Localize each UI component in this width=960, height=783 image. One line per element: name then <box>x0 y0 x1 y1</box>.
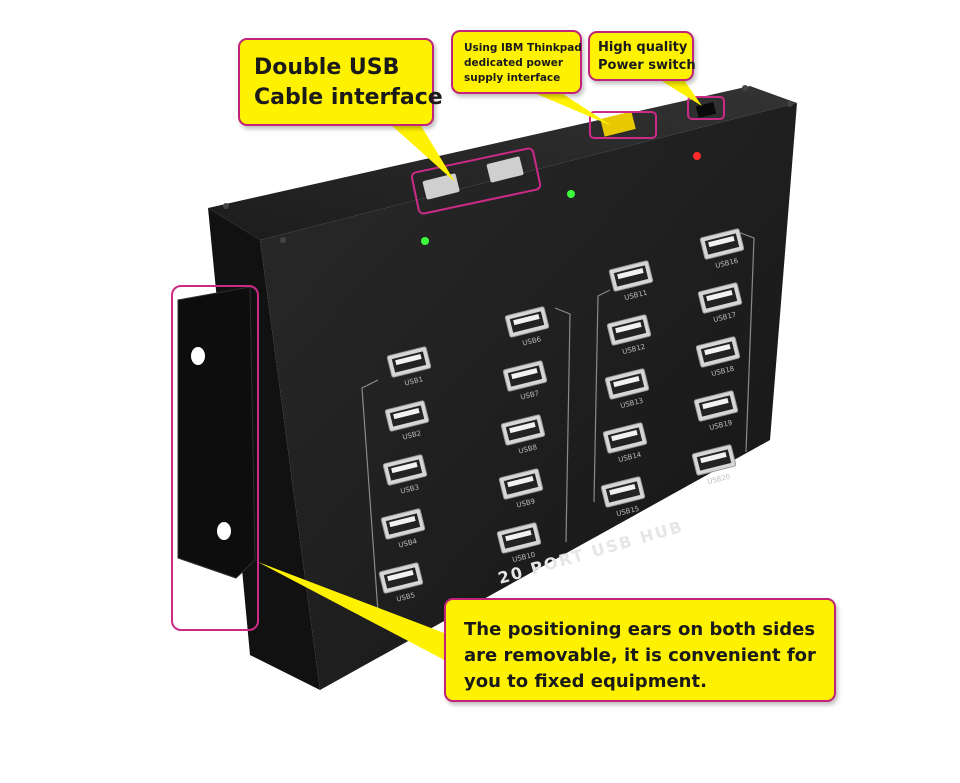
power-switch <box>695 102 717 118</box>
callout-pointer <box>532 92 612 126</box>
callout-line: dedicated power <box>464 57 564 69</box>
usb-port: USB9 <box>498 468 544 510</box>
screw <box>280 237 286 243</box>
callout-power-supply: Using IBM Thinkpad dedicated power suppl… <box>451 30 582 94</box>
usb-port-tongue <box>391 462 418 474</box>
usb-port-tongue <box>617 268 644 280</box>
usb-port-tongue <box>702 398 729 410</box>
usb-port: USB11 <box>608 260 654 302</box>
ear-hole <box>217 522 231 540</box>
callout-line: The positioning ears on both sides <box>464 619 816 640</box>
usb-port: USB1 <box>386 346 432 388</box>
usb-port: USB6 <box>504 306 550 348</box>
highlight-mounting-ear <box>171 285 259 631</box>
highlight-power-supply <box>589 111 657 139</box>
hub-front-face <box>260 103 797 690</box>
usb-port-tongue <box>395 354 422 366</box>
highlight-usb-cable-ports <box>410 147 542 215</box>
callout-line: High quality <box>598 40 688 55</box>
callout-line: Cable interface <box>254 85 443 110</box>
port-group-bracket <box>361 379 379 613</box>
usb-port-tongue <box>509 422 536 434</box>
callout-double-usb: Double USB Cable interface <box>238 38 443 126</box>
callout-line: are removable, it is convenient for <box>464 645 816 666</box>
usb-port-tongue <box>708 236 735 248</box>
usb-port-tongue <box>706 290 733 302</box>
usb-b-port <box>422 173 460 200</box>
callout-line: Power switch <box>598 58 696 73</box>
usb-port-tongue <box>611 430 638 442</box>
status-led-green <box>567 190 575 198</box>
usb-port: USB4 <box>380 508 426 550</box>
port-group-bracket <box>554 307 571 543</box>
usb-port-tongue <box>507 476 534 488</box>
callout-pointer <box>660 80 702 106</box>
ear-hole <box>191 347 205 365</box>
screw <box>742 85 748 91</box>
screw <box>787 101 793 107</box>
usb-b-port <box>486 156 524 183</box>
usb-port-tongue <box>704 344 731 356</box>
port-group-bracket <box>737 231 755 453</box>
usb-port: USB20 <box>691 444 737 486</box>
callout-line: Double USB <box>254 55 400 80</box>
usb-port: USB3 <box>382 454 428 496</box>
usb-port: USB17 <box>697 282 743 324</box>
usb-port-tongue <box>511 368 538 380</box>
usb-port: USB13 <box>604 368 650 410</box>
usb-port: USB7 <box>502 360 548 402</box>
usb-port-tongue <box>513 314 540 326</box>
usb-port-tongue <box>505 530 532 542</box>
usb-ports: USB1USB2USB3USB4USB5USB6USB7USB8USB9USB1… <box>378 228 745 604</box>
usb-port: USB16 <box>699 228 745 270</box>
callout-line: Using IBM Thinkpad <box>464 42 582 54</box>
usb-port: USB8 <box>500 414 546 456</box>
status-led-red <box>693 152 701 160</box>
usb-port-tongue <box>700 452 727 464</box>
status-led-green <box>421 237 429 245</box>
highlight-power-switch <box>687 96 725 120</box>
usb-port-tongue <box>613 376 640 388</box>
usb-port-tongue <box>387 570 414 582</box>
usb-port-tongue <box>389 516 416 528</box>
callout-line: supply interface <box>464 72 561 84</box>
port-group-bracket <box>593 289 611 503</box>
power-jack <box>600 111 636 137</box>
usb-port: USB12 <box>606 314 652 356</box>
usb-port: USB14 <box>602 422 648 464</box>
usb-port-tongue <box>615 322 642 334</box>
usb-port-label: USB20 <box>707 473 732 486</box>
callout-positioning-ears: The positioning ears on both sides are r… <box>444 598 836 702</box>
callout-power-switch: High quality Power switch <box>588 31 696 81</box>
mounting-ear <box>177 286 256 579</box>
callout-pointer <box>390 124 455 182</box>
usb-port-tongue <box>609 484 636 496</box>
usb-port-tongue <box>393 408 420 420</box>
callout-pointer <box>258 562 452 664</box>
callout-line: you to fixed equipment. <box>464 671 707 692</box>
screw <box>223 203 229 209</box>
